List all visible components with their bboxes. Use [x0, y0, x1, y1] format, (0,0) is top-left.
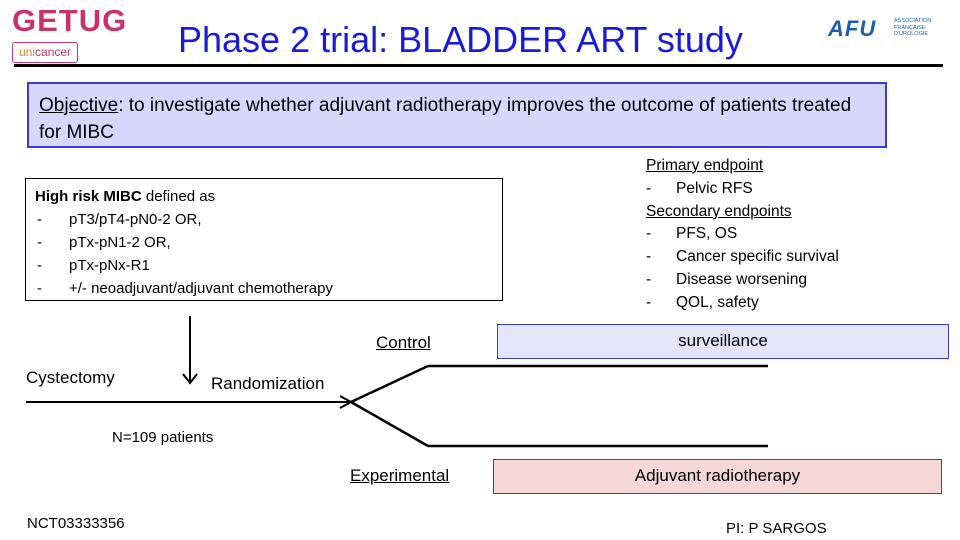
high-risk-item: pTx-pN1-2 OR,: [35, 231, 493, 254]
randomization-label: Randomization: [211, 374, 325, 393]
high-risk-item: +/- neoadjuvant/adjuvant chemotherapy: [35, 277, 493, 300]
objective-text: : to investigate whether adjuvant radiot…: [39, 95, 852, 143]
patient-count-label: N=109 patients: [112, 429, 214, 446]
secondary-endpoints-label: Secondary endpoints: [646, 202, 792, 220]
down-arrow-icon: [182, 316, 198, 385]
high-risk-list: pT3/pT4-pN0-2 OR, pTx-pN1-2 OR, pTx-pNx-…: [35, 208, 493, 300]
getug-logo-word: GETUG: [12, 3, 128, 38]
experimental-branch-line: [350, 400, 429, 448]
high-risk-heading: High risk MIBC defined as: [35, 188, 216, 205]
trial-registration-id: NCT03333356: [27, 515, 125, 532]
secondary-endpoint-item: Disease worsening: [646, 269, 946, 292]
high-risk-item: pT3/pT4-pN0-2 OR,: [35, 208, 493, 231]
primary-endpoint-item: Pelvic RFS: [646, 178, 946, 201]
endpoints-block: Primary endpoint Pelvic RFS Secondary en…: [646, 155, 946, 315]
control-arm-label: Control: [376, 333, 431, 352]
getug-unicancer-logo: GETUG unicancer: [12, 4, 142, 64]
title-divider: [14, 64, 943, 67]
cystectomy-label: Cystectomy: [26, 368, 115, 387]
high-risk-criteria-box: High risk MIBC defined as pT3/pT4-pN0-2 …: [25, 178, 503, 301]
unicancer-logo-text: unicancer: [12, 42, 79, 63]
afu-logo-mark: AFU: [828, 16, 877, 41]
afu-logo: AFU Association Française d'Urologie: [828, 16, 938, 42]
afu-logo-text: Association Française d'Urologie: [894, 18, 932, 37]
experimental-arm-box: Adjuvant radiotherapy: [493, 459, 942, 494]
randomization-flow-diagram: [26, 364, 768, 448]
secondary-endpoint-item: QOL, safety: [646, 292, 946, 315]
primary-endpoint-label: Primary endpoint: [646, 157, 764, 174]
secondary-endpoint-item: PFS, OS: [646, 223, 946, 246]
objective-label: Objective: [39, 95, 119, 116]
principal-investigator: PI: P SARGOS: [726, 520, 827, 537]
high-risk-item: pTx-pNx-R1: [35, 254, 493, 277]
secondary-endpoints-list: PFS, OS Cancer specific survival Disease…: [646, 223, 946, 314]
primary-endpoint-list: Pelvic RFS: [646, 178, 946, 201]
objective-box: Objective: to investigate whether adjuva…: [27, 82, 887, 148]
control-arm-box: surveillance: [497, 324, 949, 359]
control-branch-line: [350, 364, 429, 404]
secondary-endpoint-item: Cancer specific survival: [646, 246, 946, 269]
slide-title: Phase 2 trial: BLADDER ART study: [178, 19, 743, 60]
experimental-arm-label: Experimental: [350, 466, 450, 485]
